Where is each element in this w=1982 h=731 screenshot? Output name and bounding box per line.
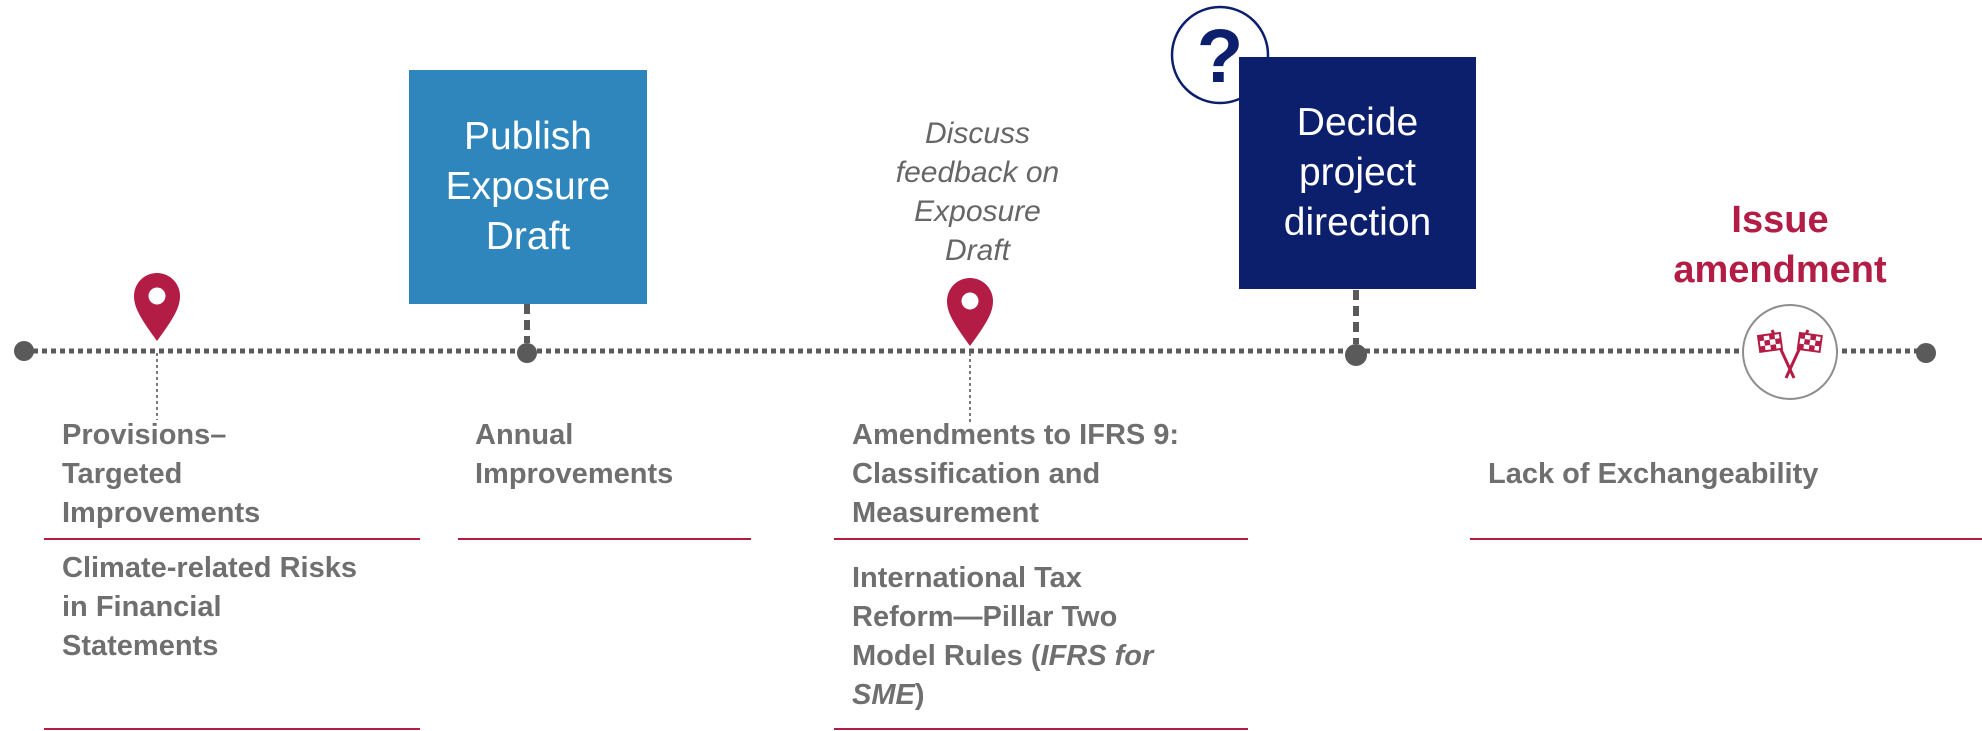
milestone-label: Exposure bbox=[445, 165, 611, 208]
project-line: Classification and bbox=[852, 458, 1101, 490]
final-label-line: Issue bbox=[1731, 199, 1829, 241]
timeline-end-dot bbox=[1916, 343, 1936, 363]
final-label-line: amendment bbox=[1673, 249, 1887, 291]
divider-rule bbox=[44, 538, 420, 540]
milestone-label: Publish bbox=[464, 115, 592, 158]
discuss-feedback-note: Discuss feedback on Exposure Draft bbox=[870, 114, 1085, 270]
project-line: Annual bbox=[475, 419, 574, 451]
note-line: feedback on bbox=[895, 156, 1060, 189]
timeline-start-dot bbox=[14, 341, 34, 361]
issue-amendment-label: Issue amendment bbox=[1640, 195, 1920, 295]
milestone-label: Decide bbox=[1296, 101, 1419, 144]
project-line: Lack of Exchangeability bbox=[1488, 458, 1819, 490]
location-pin-icon bbox=[947, 278, 993, 346]
svg-text:?: ? bbox=[1197, 14, 1243, 99]
project-line: SME) bbox=[852, 676, 1153, 715]
project-text: ) bbox=[914, 679, 925, 711]
checkered-flags-icon bbox=[1742, 304, 1838, 400]
project-text-italic: IFRS for bbox=[1040, 640, 1154, 672]
project-line: Improvements bbox=[475, 458, 674, 490]
project-provisions: Provisions– Targeted Improvements bbox=[62, 416, 260, 533]
decide-project-direction-box: Decide project direction bbox=[1239, 57, 1476, 289]
publish-exposure-draft-box: Publish Exposure Draft bbox=[409, 70, 647, 304]
project-text: Model Rules ( bbox=[852, 640, 1041, 672]
milestone-label: Draft bbox=[485, 215, 571, 258]
project-line: Climate-related Risks bbox=[62, 552, 357, 584]
project-line: Reform—Pillar Two bbox=[852, 601, 1118, 633]
note-line: Discuss bbox=[924, 117, 1030, 150]
project-line: Measurement bbox=[852, 497, 1039, 529]
divider-rule bbox=[834, 538, 1248, 540]
project-text-italic: SME bbox=[852, 679, 915, 711]
project-line: Amendments to IFRS 9: bbox=[852, 419, 1180, 451]
project-line: Targeted bbox=[62, 458, 183, 490]
project-line: Provisions– bbox=[62, 419, 227, 451]
project-line: Improvements bbox=[62, 497, 261, 529]
project-climate-risks: Climate-related Risks in Financial State… bbox=[62, 549, 357, 666]
divider-rule bbox=[1470, 538, 1982, 540]
timeline-node-1 bbox=[517, 343, 537, 363]
question-mark-icon: ? bbox=[1170, 5, 1270, 105]
milestone-label: project bbox=[1298, 151, 1417, 194]
project-line: in Financial bbox=[62, 591, 222, 623]
project-annual-improvements: Annual Improvements bbox=[475, 416, 673, 494]
divider-rule bbox=[44, 728, 420, 730]
location-pin-icon bbox=[134, 273, 180, 341]
milestone-label: direction bbox=[1283, 201, 1432, 244]
project-line: Statements bbox=[62, 630, 219, 662]
project-ifrs9-amendments: Amendments to IFRS 9: Classification and… bbox=[852, 416, 1179, 533]
project-international-tax-reform: International Tax Reform—Pillar Two Mode… bbox=[852, 559, 1153, 715]
project-lack-of-exchangeability: Lack of Exchangeability bbox=[1488, 455, 1818, 494]
note-line: Exposure bbox=[914, 195, 1041, 228]
note-line: Draft bbox=[944, 234, 1010, 267]
project-line: Model Rules (IFRS for bbox=[852, 637, 1153, 676]
timeline-node-2 bbox=[1345, 344, 1367, 366]
project-line: International Tax bbox=[852, 562, 1082, 594]
divider-rule bbox=[458, 538, 751, 540]
divider-rule bbox=[834, 728, 1248, 730]
